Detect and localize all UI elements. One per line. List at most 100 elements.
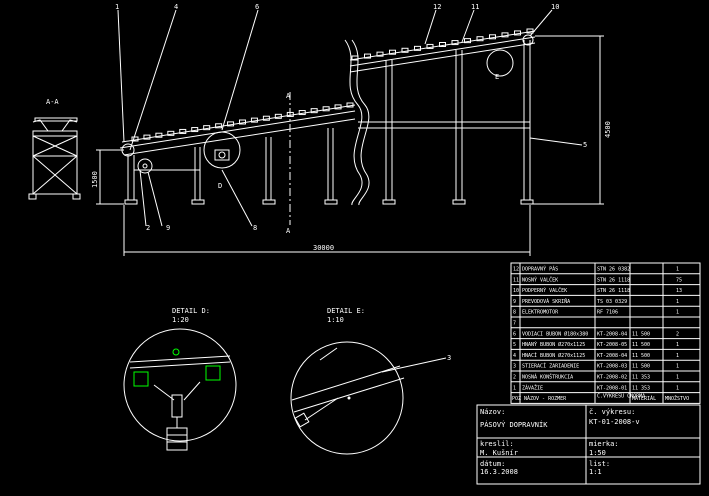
idler-roller xyxy=(167,130,175,136)
parts-row-qty: 13 xyxy=(676,288,682,294)
idler-roller xyxy=(464,38,471,44)
dim-height-right: 4500 xyxy=(604,121,612,138)
section-mark-a-top: A xyxy=(286,92,291,100)
parts-row-qty: 2 xyxy=(676,331,679,337)
parts-row-drawing: RF 7106 xyxy=(597,310,618,316)
parts-row-pos: 1 xyxy=(513,385,516,391)
idler-roller xyxy=(476,36,484,42)
idler-roller xyxy=(501,32,509,38)
idler-roller xyxy=(155,132,163,138)
parts-row-pos: 7 xyxy=(513,321,516,327)
parts-row-name: NOSNÁ KONŠTRUKCIA xyxy=(522,374,573,381)
drawn-value: M. Kušnír xyxy=(480,449,518,457)
idler-roller xyxy=(426,43,434,49)
idler-roller xyxy=(389,49,396,55)
idler-roller xyxy=(250,117,258,123)
title-block: Názov: PÁSOVÝ DOPRAVNÍK kreslil: M. Kušn… xyxy=(480,408,640,476)
parts-row-qty: 1 xyxy=(676,310,679,316)
parts-row-drawing: KT-2008-02 xyxy=(597,375,627,381)
idler-roller xyxy=(215,123,223,129)
parts-row-drawing: STN 26 1118 xyxy=(597,288,630,294)
parts-row-drawing: KT-2008-05 xyxy=(597,342,627,348)
parts-row-qty: 1 xyxy=(676,267,679,273)
idler-roller xyxy=(414,45,421,51)
section-view: A-A xyxy=(28,98,81,200)
idler-roller xyxy=(310,108,318,114)
detail-d-view xyxy=(123,328,237,451)
idler-roller xyxy=(489,34,496,40)
balloon-5: 5 xyxy=(583,141,587,149)
idler-roller xyxy=(131,136,139,142)
idler-roller xyxy=(439,42,446,47)
drawing-no-label: č. výkresu: xyxy=(589,408,635,416)
parts-row-pos: 8 xyxy=(513,310,516,316)
idler-roller xyxy=(451,40,459,46)
parts-row-pos: 12 xyxy=(513,267,519,273)
dimension-lines xyxy=(96,35,604,256)
idler-roller xyxy=(346,102,354,108)
balloon-1: 1 xyxy=(115,3,119,11)
parts-row-material: 11 500 xyxy=(632,364,650,370)
parts-header-name: NÁZOV - ROZMER xyxy=(524,395,567,402)
idler-roller xyxy=(334,104,342,110)
parts-row-material: 11 500 xyxy=(632,353,650,359)
parts-row-drawing: TS 03 0329 xyxy=(597,299,627,305)
parts-row-pos: 6 xyxy=(513,331,516,337)
detail-balloon-3: 3 xyxy=(447,354,451,362)
balloon-6: 6 xyxy=(255,3,259,11)
idler-roller xyxy=(364,53,371,59)
parts-row-qty: 1 xyxy=(676,385,679,391)
idler-roller xyxy=(262,115,270,121)
dim-height-left: 1500 xyxy=(91,171,99,188)
parts-row-drawing: KT-2008-04 xyxy=(597,353,627,359)
detail-marker-d: D xyxy=(218,182,222,190)
date-label: dátum: xyxy=(480,460,505,468)
balloon-12: 12 xyxy=(433,3,441,11)
parts-row-pos: 2 xyxy=(513,375,516,381)
idler-roller xyxy=(239,119,246,125)
idler-roller xyxy=(298,110,306,116)
idler-roller xyxy=(376,51,384,57)
name-label: Názov: xyxy=(480,408,505,416)
parts-row-name: NOSNÝ VALČEK xyxy=(522,276,558,283)
conveyor-side-view xyxy=(119,28,536,206)
idler-roller xyxy=(526,28,534,34)
parts-row-pos: 11 xyxy=(513,277,519,283)
idler-roller xyxy=(179,128,187,134)
leader-lines xyxy=(117,9,583,227)
parts-header-qty: MNOŽSTVO xyxy=(665,394,689,402)
parts-row-name: HNANÝ BUBON Ø270x1125 xyxy=(522,341,585,348)
idler-roller xyxy=(227,121,235,127)
detail-d-scale: 1:20 xyxy=(172,316,189,324)
date-value: 16.3.2008 xyxy=(480,468,518,476)
drawn-label: kreslil: xyxy=(480,440,514,448)
parts-row-drawing: STN 26 0382 xyxy=(597,267,630,273)
balloon-2: 2 xyxy=(146,224,150,232)
balloon-10: 10 xyxy=(551,3,559,11)
parts-row-pos: 9 xyxy=(513,299,516,305)
idler-roller xyxy=(322,106,330,112)
parts-row-qty: 1 xyxy=(676,364,679,370)
parts-row-name: PREVODOVÁ SKRIŇA xyxy=(522,298,570,305)
parts-row-name: ZÁVAŽIE xyxy=(522,383,543,391)
idler-roller xyxy=(351,55,359,61)
idler-roller xyxy=(143,134,151,140)
parts-row-qty: 1 xyxy=(676,299,679,305)
parts-header-drawing: Č.VÝKRESU ČNORMA xyxy=(597,393,645,400)
section-label: A-A xyxy=(46,98,59,106)
balloon-9: 9 xyxy=(166,224,170,232)
scale-label: mierka: xyxy=(589,440,619,448)
parts-row-material: 11 500 xyxy=(632,331,650,337)
parts-row-name: VODIACI BUBON Ø180x380 xyxy=(522,330,588,337)
parts-header-pos: POZ xyxy=(512,396,521,402)
parts-list-grid xyxy=(510,262,701,404)
balloon-8: 8 xyxy=(253,224,257,232)
detail-e-view xyxy=(290,341,447,455)
parts-row-name: HNACÍ BUBON Ø270x1125 xyxy=(522,351,585,359)
parts-row-qty: 1 xyxy=(676,353,679,359)
sheet-value: 1:1 xyxy=(589,468,602,476)
detail-e-scale: 1:10 xyxy=(327,316,344,324)
parts-row-qty: 1 xyxy=(676,342,679,348)
